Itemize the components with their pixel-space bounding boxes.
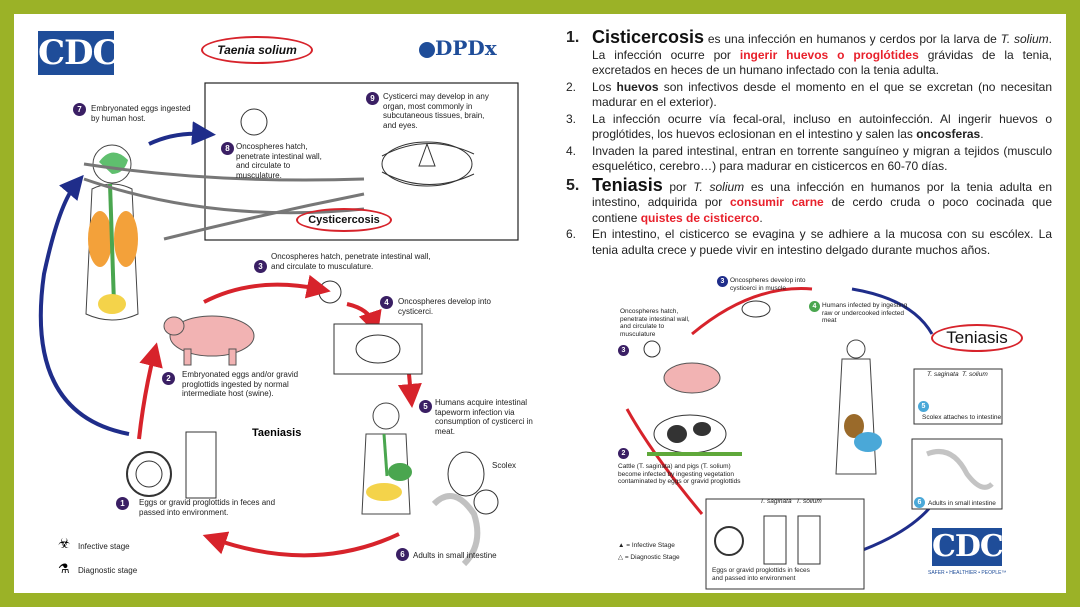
- r-legend-infective: ▲ = Infective Stage: [618, 542, 675, 549]
- dpdx-logo: DPDx: [419, 36, 497, 60]
- cdc-tagline: SAFER • HEALTHIER • PEOPLE™: [928, 570, 1007, 576]
- taenia-solium-title: Taenia solium: [201, 36, 313, 64]
- r-step-3-badge: 3: [717, 276, 728, 287]
- note-item: 6. En intestino, el cisticerco se evagin…: [566, 227, 1052, 257]
- r-step-2-badge: 2: [618, 448, 629, 459]
- t-saginata-label: T. saginata: [927, 371, 959, 378]
- step-7-text: Embryonated eggs ingested by human host.: [91, 104, 191, 123]
- r-step-3b-text: Oncospheres hatch, penetrate intestinal …: [620, 308, 690, 338]
- t-saginata-label-2: T. saginata: [760, 498, 792, 505]
- r-step-5-text: Scolex attaches to intestine: [922, 414, 1002, 421]
- step-5-text: Humans acquire intestinal tapeworm infec…: [435, 398, 533, 436]
- r-step-5-badge: 5: [918, 401, 929, 412]
- step-5-badge: 5: [419, 400, 432, 413]
- diagnostic-stage-icon: △: [618, 554, 623, 561]
- step-8-text: Oncospheres hatch, penetrate intestinal …: [236, 142, 322, 180]
- r-step-4-badge: 4: [809, 301, 820, 312]
- note-item: 5. Teniasis por T. solium es una infecci…: [566, 174, 1053, 225]
- step-3-text: Oncospheres hatch, penetrate intestinal …: [271, 252, 431, 271]
- step-9-text: Cysticerci may develop in any organ, mos…: [383, 92, 489, 130]
- r-step-6-text: Adults in small intestine: [928, 500, 996, 507]
- step-4-text: Oncospheres develop into cysticerci.: [398, 297, 491, 316]
- step-7-badge: 7: [73, 103, 86, 116]
- step-4-badge: 4: [380, 296, 393, 309]
- legend-infective: Infective stage: [78, 542, 130, 551]
- step-1-text: Eggs or gravid proglottids in feces and …: [139, 498, 276, 517]
- cdc-logo: CDC: [38, 31, 120, 75]
- t-solium-label-2: T. solium: [796, 498, 822, 505]
- r-step-3b-badge: 3: [618, 345, 629, 356]
- cysticercosis-diagram-panel: CDC DPDx Taenia solium: [14, 14, 552, 593]
- r-step-2-text: Cattle (T. saginata) and pigs (T. solium…: [618, 463, 741, 485]
- human-host-figure: [85, 144, 139, 321]
- note-item: 3. La infección ocurre vía fecal-oral, i…: [566, 111, 1052, 142]
- step-3-badge: 3: [254, 260, 267, 273]
- step-2-badge: 2: [162, 372, 175, 385]
- step-6-badge: 6: [396, 548, 409, 561]
- teniasis-cycle-drawing: [625, 287, 1003, 590]
- microscope-icon: ⚗: [58, 561, 70, 576]
- t-solium-label: T. solium: [962, 371, 988, 378]
- taeniasis-label: Taeniasis: [252, 427, 302, 439]
- cysticercosis-box: [204, 82, 519, 241]
- legend-diagnostic: Diagnostic stage: [78, 566, 138, 575]
- cysticercosis-label: Cysticercosis: [296, 208, 392, 232]
- r-step-3-text: Oncospheres develop into cysticerci in m…: [730, 277, 806, 292]
- pig-drawing: [163, 315, 255, 366]
- note-item: 4. Invaden la pared intestinal, entran e…: [566, 143, 1052, 174]
- infective-stage-icon: ▲: [618, 542, 625, 549]
- step-9-badge: 9: [366, 92, 379, 105]
- step-6-text: Adults in small intestine: [413, 551, 497, 560]
- notes-panel: 1. Cisticercosis es una infección en hum…: [552, 14, 1066, 593]
- notes-list: 1. Cisticercosis es una infección en hum…: [566, 27, 1053, 259]
- r-step-4-text: Humans infected by ingesting raw or unde…: [822, 302, 908, 324]
- teniasis-label: Teniasis: [931, 324, 1023, 352]
- human-intestine-figure: [361, 402, 412, 515]
- step-1-badge: 1: [116, 497, 129, 510]
- r-step-6-badge: 6: [914, 497, 925, 508]
- lifecycle-arrows: [38, 82, 519, 567]
- note-item: 2. Los huevos son infectivos desde el mo…: [566, 79, 1052, 110]
- step-2-text: Embryonated eggs and/or gravid proglotti…: [182, 370, 299, 398]
- scolex-label: Scolex: [492, 461, 517, 470]
- biohazard-icon: ☣: [58, 535, 71, 551]
- step-8-badge: 8: [221, 142, 234, 155]
- note-item: 1. Cisticercosis es una infección en hum…: [566, 27, 1053, 77]
- r-step-1-text: Eggs or gravid proglottids in feces and …: [712, 567, 810, 582]
- r-legend-diagnostic: △ = Diagnostic Stage: [618, 554, 680, 561]
- cysticercus-muscle-drawing: [381, 141, 475, 187]
- cdc-logo-right: CDC: [932, 528, 1004, 566]
